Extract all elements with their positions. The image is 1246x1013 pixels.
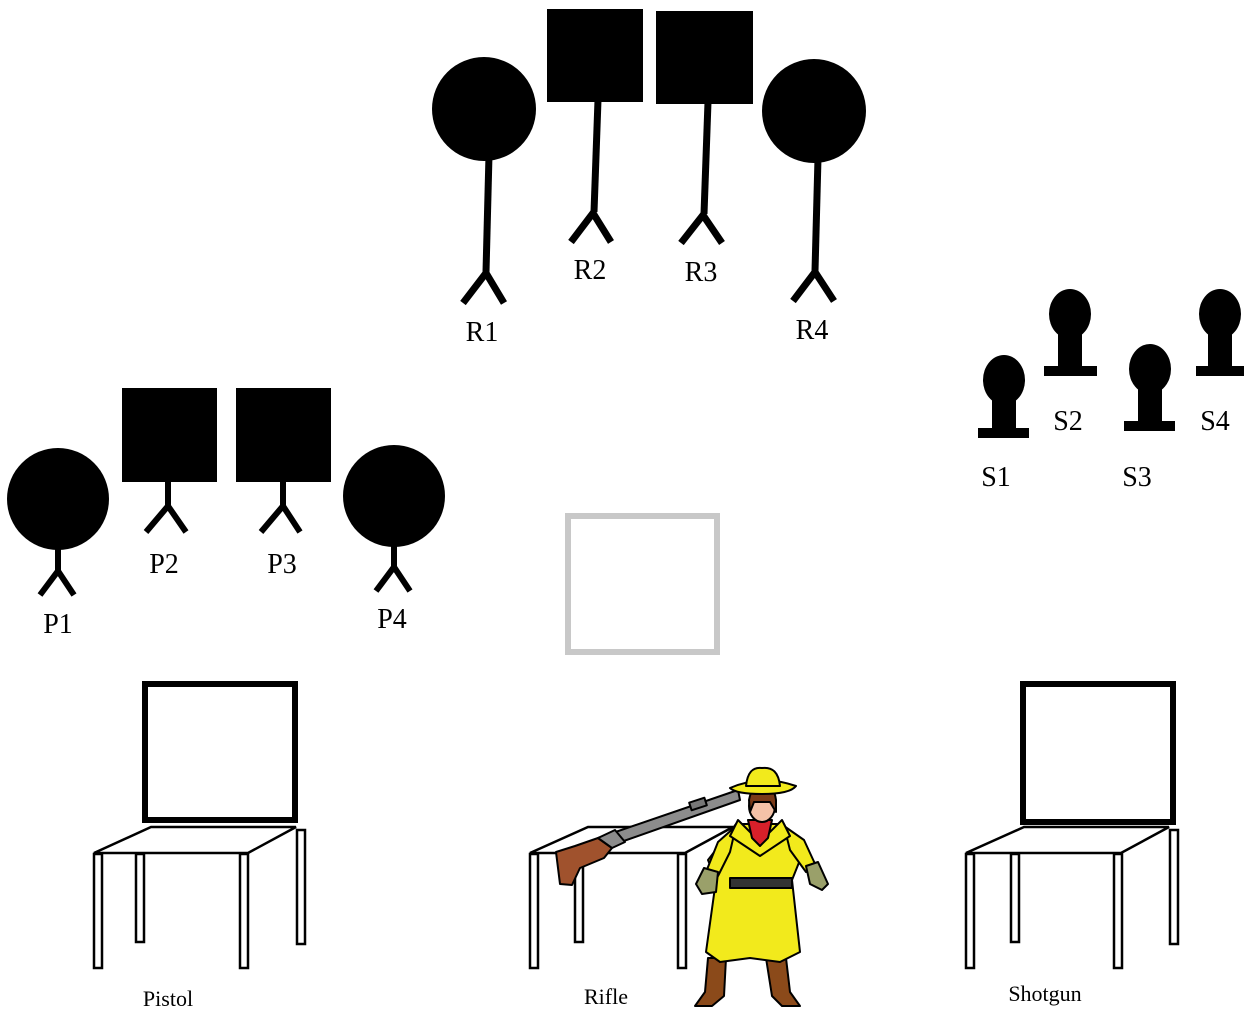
start-box <box>565 513 720 655</box>
pistol-target-group: P1 P2 P3 P4 <box>7 388 445 640</box>
pistol-target-label: P3 <box>267 549 297 580</box>
pistol-target-label: P2 <box>149 549 179 580</box>
rifle-target-r4: R4 <box>762 59 866 346</box>
table-label: Rifle <box>584 984 628 1009</box>
shotgun-table-box <box>1020 681 1176 825</box>
pistol-target-p3: P3 <box>236 388 331 580</box>
pistol-target-p2: P2 <box>122 388 217 580</box>
rifle-target-label: R4 <box>796 315 829 346</box>
pistol-target-p4: P4 <box>343 445 445 635</box>
shotgun-target-group: S1 S2 S3 S4 <box>978 289 1244 493</box>
cowgirl-shooter-icon <box>555 766 829 1007</box>
pistol-target-p1: P1 <box>7 448 109 640</box>
rifle-target-label: R2 <box>574 255 607 286</box>
pistol-target-label: P4 <box>377 604 407 635</box>
pistol-table: Pistol <box>92 681 307 1011</box>
rifle-target-r3: R3 <box>656 11 753 288</box>
rifle-target-label: R1 <box>466 317 499 348</box>
rifle-target-label: R3 <box>685 257 718 288</box>
shotgun-target-s1: S1 <box>978 355 1029 493</box>
rifle-target-r2: R2 <box>547 9 643 286</box>
shotgun-target-s4: S4 <box>1196 289 1244 437</box>
table-label: Shotgun <box>1008 981 1081 1006</box>
rifle-icon <box>555 789 741 886</box>
table-label: Pistol <box>143 986 193 1011</box>
shotgun-target-s2: S2 <box>1044 289 1097 437</box>
shotgun-table: Shotgun <box>964 681 1180 1006</box>
rifle-target-r1: R1 <box>432 57 536 348</box>
shotgun-target-label: S4 <box>1200 406 1230 437</box>
shotgun-target-s3: S3 <box>1122 344 1175 493</box>
shotgun-target-label: S3 <box>1122 462 1152 493</box>
pistol-table-box <box>142 681 298 823</box>
shotgun-target-label: S2 <box>1053 406 1083 437</box>
shotgun-target-label: S1 <box>981 462 1011 493</box>
pistol-target-label: P1 <box>43 609 73 640</box>
rifle-target-group: R1 R2 R3 R4 <box>432 9 866 348</box>
